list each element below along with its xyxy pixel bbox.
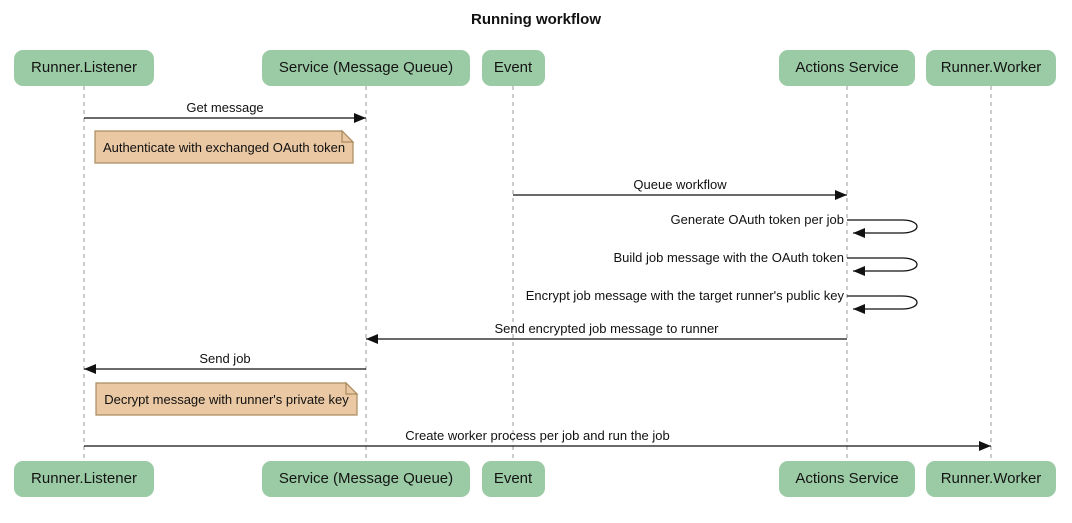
note-label-8: Decrypt message with runner's private ke… [104, 391, 349, 407]
actor-runner-worker-top: Runner.Worker [926, 50, 1056, 86]
actor-actions-service-bottom: Actions Service [779, 461, 915, 497]
actor-actions-service-top: Actions Service [779, 50, 915, 86]
message-label-2: Queue workflow [633, 177, 727, 192]
note-8 [95, 382, 358, 416]
message-label-9: Create worker process per job and run th… [405, 428, 670, 443]
message-label-5: Encrypt job message with the target runn… [525, 288, 844, 303]
message-label-4: Build job message with the OAuth token [613, 250, 844, 265]
note-fold-1 [341, 129, 355, 143]
actor-runner-worker-bottom: Runner.Worker [926, 461, 1056, 497]
actor-runner-listener-top: Runner.Listener [14, 50, 154, 86]
message-label-6: Send encrypted job message to runner [494, 321, 719, 336]
actor-runner-listener-bottom: Runner.Listener [14, 461, 154, 497]
diagram-title: Running workflow [471, 11, 601, 28]
note-1 [94, 130, 354, 164]
message-label-3: Generate OAuth token per job [670, 212, 844, 227]
note-label-1: Authenticate with exchanged OAuth token [102, 139, 346, 155]
self-loop-3 [847, 219, 918, 238]
self-loop-4 [847, 257, 918, 276]
self-loop-5 [847, 295, 918, 314]
message-label-7: Send job [199, 351, 251, 366]
actor-event-top: Event [481, 50, 545, 86]
actor-service-mq-top: Service (Message Queue) [262, 50, 470, 86]
message-label-0: Get message [186, 100, 264, 115]
note-fold-8 [345, 381, 359, 395]
actor-event-bottom: Event [481, 461, 545, 497]
actor-service-mq-bottom: Service (Message Queue) [262, 461, 470, 497]
